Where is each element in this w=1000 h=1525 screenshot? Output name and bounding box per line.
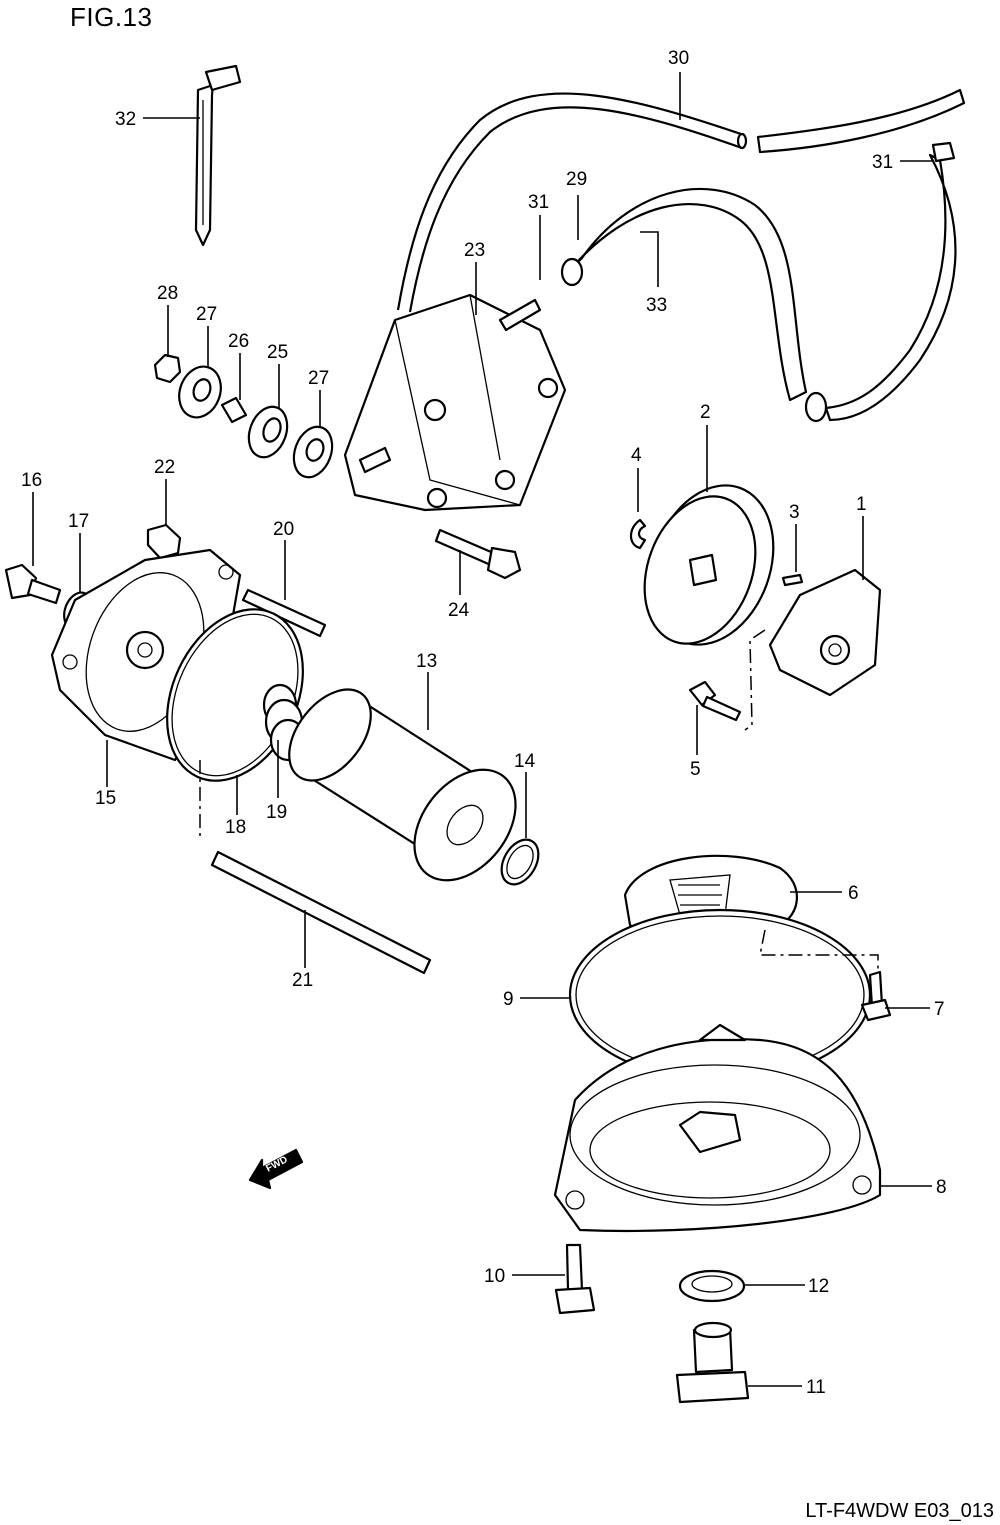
oil-pump-gear-part-2 [643,484,775,646]
circlip-part-4 [629,518,647,550]
bolt-part-16 [4,563,62,605]
callout-32: 32 [115,109,136,130]
cap-nut-part-22 [146,523,182,560]
callout-10: 10 [484,1266,505,1287]
figure-title: FIG.13 [70,2,153,32]
callout-1: 1 [856,494,867,515]
callout-13: 13 [416,651,437,672]
callout-18: 18 [225,817,246,838]
fuel-pump-part-23 [343,293,567,512]
callout-22: 22 [154,457,175,478]
drain-plug-part-11 [675,1321,750,1404]
oil-filter-part-13 [288,688,517,882]
callout-9: 9 [503,989,514,1010]
bolt-part-5 [688,680,742,722]
callout-17: 17 [68,511,89,532]
o-ring-part-14 [500,838,540,886]
callout-24: 24 [448,600,470,621]
callout-12: 12 [808,1276,829,1297]
callout-2: 2 [700,402,711,423]
callout-labels: 30 32 31 31 29 23 33 28 27 26 25 27 2 4 … [21,48,947,1398]
callout-16: 16 [21,470,42,491]
callout-23: 23 [464,240,485,261]
callout-33: 33 [646,295,667,316]
callout-3: 3 [789,502,800,523]
callout-27a: 27 [196,304,217,325]
washer-part-12 [678,1269,746,1303]
stud-part-20 [241,588,327,638]
callout-27b: 27 [308,368,329,389]
washer-part-27a [178,365,222,419]
callout-14: 14 [514,751,536,772]
hose-part-33 [560,141,957,423]
bolt-part-10 [554,1243,596,1315]
callout-19: 19 [266,802,287,823]
bolt-part-7 [860,970,892,1022]
callout-5: 5 [690,759,701,780]
callout-8: 8 [936,1177,947,1198]
hose-part-30 [396,88,966,313]
callout-26: 26 [228,331,249,352]
grommet-part-25 [247,405,289,459]
callout-21: 21 [292,970,313,991]
callout-4: 4 [631,445,642,466]
stud-part-21 [210,850,432,975]
bolt-part-24 [434,528,522,580]
washer-part-27b [292,425,334,479]
nut-part-28 [153,353,182,384]
callout-29: 29 [566,169,587,190]
leader-lines [32,72,932,1387]
callout-28: 28 [157,283,178,304]
callout-7: 7 [934,999,945,1020]
forward-direction-icon: FWD [248,1148,304,1190]
callout-25: 25 [267,342,288,363]
figure-code: LT-F4WDW E03_013 [805,1500,994,1522]
callout-6: 6 [848,883,859,904]
oil-pump-part-1 [768,568,882,697]
callout-31a: 31 [528,192,549,213]
pin-part-3 [781,573,804,587]
callout-11: 11 [806,1377,826,1398]
callout-15: 15 [95,788,116,809]
assembly-guide-lines [199,629,879,972]
oil-pan-cover-part-8 [553,1023,882,1233]
callout-20: 20 [273,519,294,540]
callout-30: 30 [668,48,689,69]
callout-31b: 31 [872,152,893,173]
collar-part-26 [220,396,248,424]
cable-tie-part-32 [194,64,242,247]
